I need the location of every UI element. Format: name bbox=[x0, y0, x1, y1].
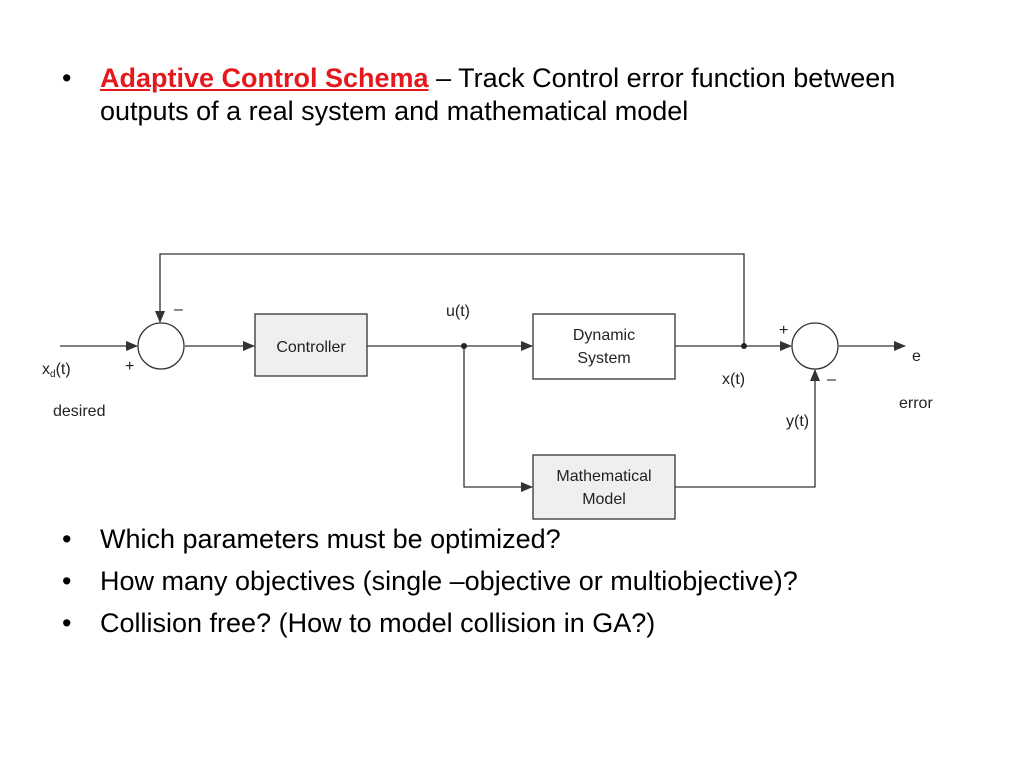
question-text: Which parameters must be optimized? bbox=[100, 524, 561, 554]
bullet-marker: • bbox=[62, 608, 72, 638]
dynamic-system-block bbox=[532, 313, 676, 380]
right-plus-sign: + bbox=[779, 322, 788, 339]
math-model-label-line2: Model bbox=[582, 491, 626, 508]
model-input-line bbox=[463, 346, 533, 492]
feedback-line bbox=[155, 253, 745, 346]
math-model-label-line1: Mathematical bbox=[556, 468, 651, 485]
intro-bullet-item: • Adaptive Control Schema – Track Contro… bbox=[60, 62, 980, 128]
dynamic-system-label-line2: System bbox=[577, 350, 630, 367]
right-minus-sign: – bbox=[827, 371, 836, 388]
intro-text: – Track Control error function between o… bbox=[100, 63, 896, 126]
bullet-marker: • bbox=[62, 524, 72, 554]
error-label: error bbox=[899, 395, 933, 412]
intro-list: • Adaptive Control Schema – Track Contro… bbox=[60, 62, 980, 136]
question-text: Collision free? (How to model collision … bbox=[100, 608, 656, 638]
left-minus-sign: – bbox=[174, 301, 183, 318]
desired-input-label: xd(t) bbox=[42, 361, 71, 380]
model-output-line bbox=[675, 369, 820, 488]
intro-heading: Adaptive Control Schema bbox=[100, 63, 429, 93]
error-signal-label: e bbox=[912, 348, 921, 365]
questions-list: • Which parameters must be optimized? • … bbox=[60, 522, 1000, 648]
x-branch-point bbox=[741, 343, 747, 349]
x-signal-label: x(t) bbox=[722, 371, 745, 388]
left-summing-junction bbox=[137, 322, 185, 370]
desired-label: desired bbox=[53, 403, 105, 420]
controller-label: Controller bbox=[276, 339, 346, 356]
question-item: • How many objectives (single –objective… bbox=[60, 564, 1000, 598]
question-item: • Which parameters must be optimized? bbox=[60, 522, 1000, 556]
bullet-marker: • bbox=[62, 566, 72, 596]
question-text: How many objectives (single –objective o… bbox=[100, 566, 798, 596]
math-model-block bbox=[532, 454, 676, 520]
u-signal-label: u(t) bbox=[446, 303, 470, 320]
y-signal-label: y(t) bbox=[786, 413, 809, 430]
left-plus-sign: + bbox=[125, 358, 134, 375]
bullet-marker: • bbox=[62, 63, 72, 93]
question-item: • Collision free? (How to model collisio… bbox=[60, 606, 1000, 640]
u-branch-point bbox=[461, 343, 467, 349]
controller-block bbox=[254, 313, 368, 377]
right-summing-junction bbox=[791, 322, 839, 370]
dynamic-system-label-line1: Dynamic bbox=[573, 327, 635, 344]
